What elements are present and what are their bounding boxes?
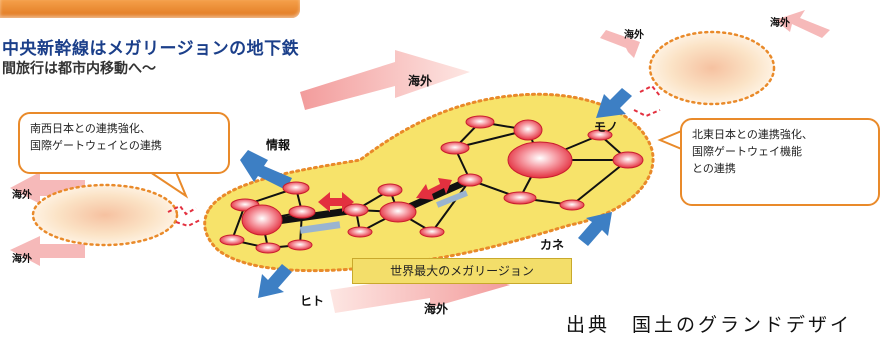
overseas-island-left [31,183,179,247]
source-caption: 出典 国土のグランドデザイ [566,314,853,336]
label-overseas-top: 海外 [408,74,433,88]
label-people: ヒト [300,294,325,308]
header-tab [0,0,300,18]
label-overseas-left-top: 海外 [12,190,32,201]
label-goods: モノ [594,120,619,134]
title-line-1: 中央新幹線はメガリージョンの地下鉄 [2,39,300,59]
title-line-2: 間旅行は都市内移動へ〜 [2,61,156,77]
network-nodes [219,115,644,254]
callout-southwest-line2: 国際ゲートウェイとの連携 [30,139,162,152]
megaregion-banner: 世界最大のメガリージョン [352,258,572,284]
label-overseas-right-a: 海外 [624,30,644,41]
callout-southwest-line1: 南西日本との連携強化、 [30,122,151,135]
inflow-arrows [240,88,632,298]
callout-southwest: 南西日本との連携強化、 国際ゲートウェイとの連携 [18,112,230,174]
callout-northeast-line1: 北東日本との連携強化、 [692,128,813,141]
callout-northeast-line3: との連携 [692,162,736,175]
label-information: 情報 [266,138,291,152]
label-overseas-bottom: 海外 [424,302,449,316]
callout-northeast-line2: 国際ゲートウェイ機能 [692,145,802,158]
label-overseas-right-b: 海外 [770,18,790,29]
label-money: カネ [540,238,565,252]
connector-left [167,204,201,228]
overseas-island-right [648,30,776,106]
connector-right [633,84,661,118]
callout-northeast: 北東日本との連携強化、 国際ゲートウェイ機能 との連携 [680,118,880,206]
overseas-flow-arrows [10,10,830,313]
label-overseas-left-bottom: 海外 [12,254,32,265]
